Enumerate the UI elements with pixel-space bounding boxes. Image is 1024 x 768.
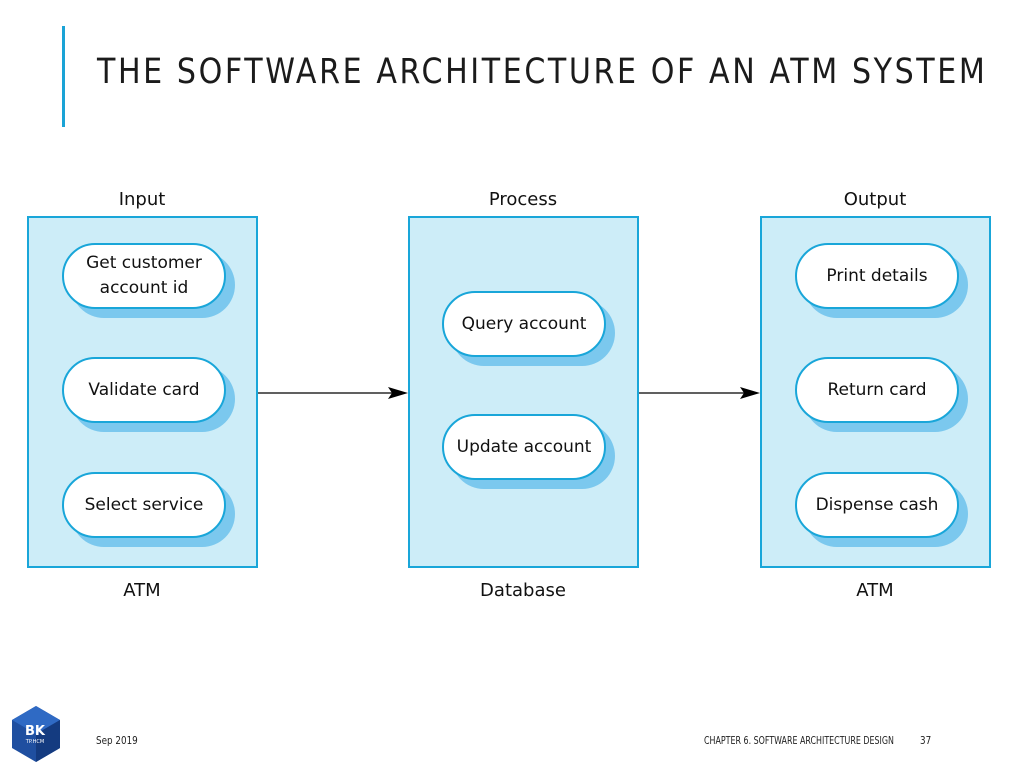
logo-text: BK [25, 724, 45, 739]
arrow-input-to-process [258, 387, 408, 399]
logo-subtext: TP.HCM [25, 739, 45, 745]
output-column-footer: ATM [856, 580, 894, 601]
university-logo [12, 706, 60, 762]
output-column-header: Output [843, 189, 907, 210]
select-service-node: Select service [62, 472, 226, 538]
input-column-footer: ATM [123, 580, 161, 601]
title-accent-bar [62, 26, 65, 127]
input-column-header: Input [118, 189, 166, 210]
process-column-header: Process [488, 189, 558, 210]
footer-chapter: CHAPTER 6. SOFTWARE ARCHITECTURE DESIGN [704, 734, 894, 747]
update-account-node: Update account [442, 414, 606, 480]
slide-title: THE SOFTWARE ARCHITECTURE OF AN ATM SYST… [97, 52, 988, 92]
print-details-node: Print details [795, 243, 959, 309]
get-customer-account-id-node: Get customer account id [62, 243, 226, 309]
return-card-node: Return card [795, 357, 959, 423]
process-column-footer: Database [480, 580, 566, 601]
footer-date: Sep 2019 [96, 734, 138, 747]
query-account-node: Query account [442, 291, 606, 357]
page-number: 37 [920, 734, 932, 747]
arrow-process-to-output [639, 387, 760, 399]
dispense-cash-node: Dispense cash [795, 472, 959, 538]
process-panel [408, 216, 639, 568]
validate-card-node: Validate card [62, 357, 226, 423]
